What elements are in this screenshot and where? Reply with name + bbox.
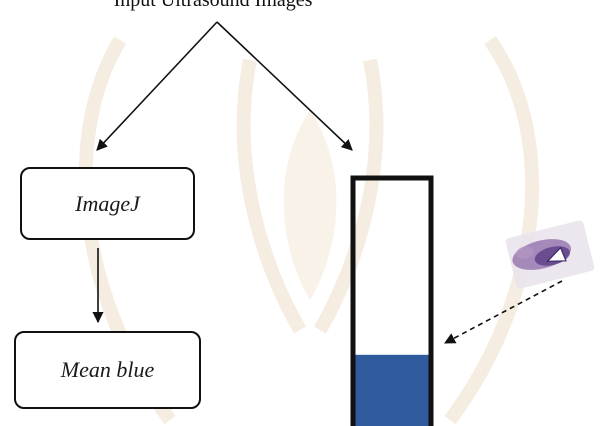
mean-blue-label: Mean blue bbox=[60, 357, 155, 382]
mean-blue-box: Mean blue bbox=[14, 331, 201, 409]
dashed-arrow-from-thumbnail bbox=[444, 280, 563, 344]
imagej-box: ImageJ bbox=[20, 167, 195, 240]
gauge-fill bbox=[353, 354, 431, 426]
gauge-frame bbox=[350, 175, 434, 426]
top-label: Input Ultrasound Images bbox=[113, 0, 313, 11]
imagej-label: ImageJ bbox=[75, 190, 140, 216]
arrow-to-gauge bbox=[216, 21, 353, 151]
arrow-to-imagej bbox=[96, 21, 218, 151]
